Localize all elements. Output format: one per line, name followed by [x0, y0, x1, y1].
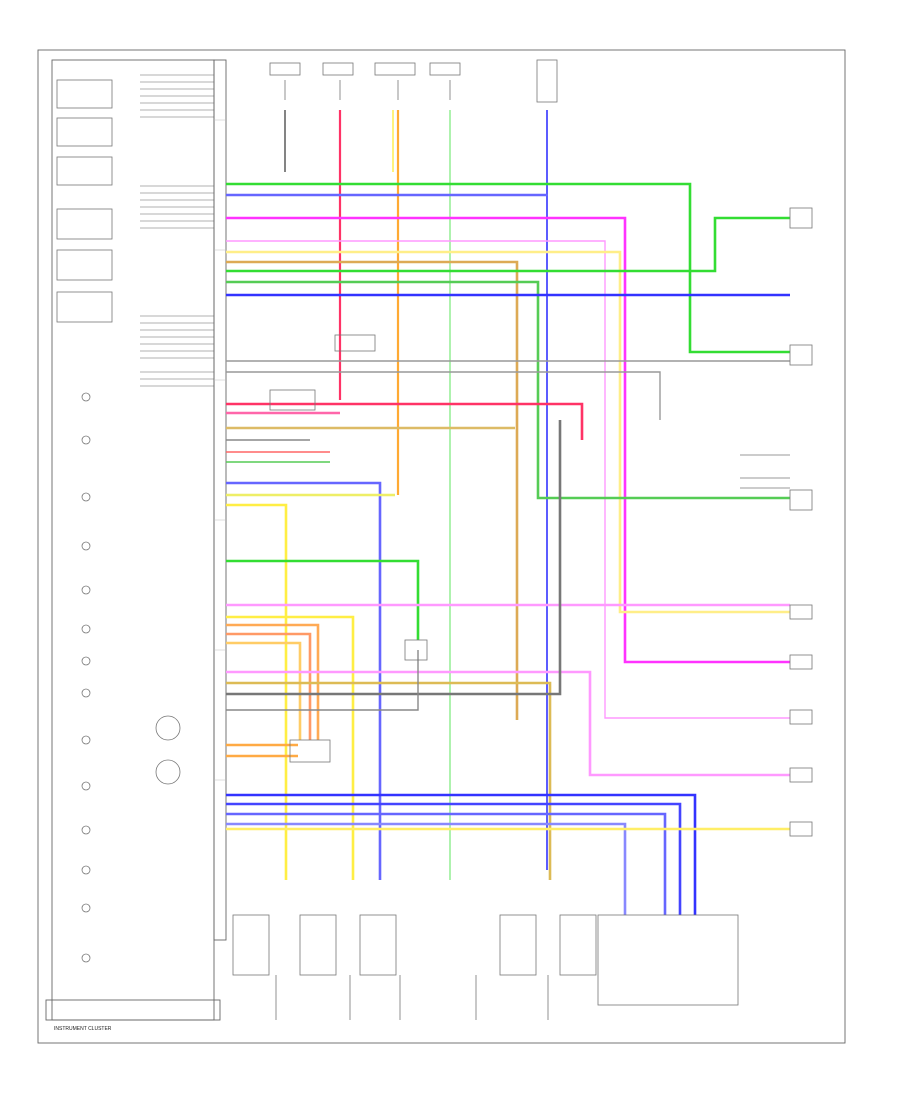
- bottom-components: [232, 914, 739, 1020]
- harness-wires: [226, 182, 790, 915]
- center-module: [269, 334, 428, 763]
- cluster-connector: [213, 59, 227, 941]
- diagram-border: [37, 49, 846, 1044]
- top-fuses: [269, 59, 558, 103]
- right-components: [740, 207, 813, 837]
- fuse-feed-wires: [284, 110, 548, 880]
- footer-label: INSTRUMENT CLUSTER: [54, 1026, 112, 1032]
- instrument-cluster: [45, 59, 221, 1021]
